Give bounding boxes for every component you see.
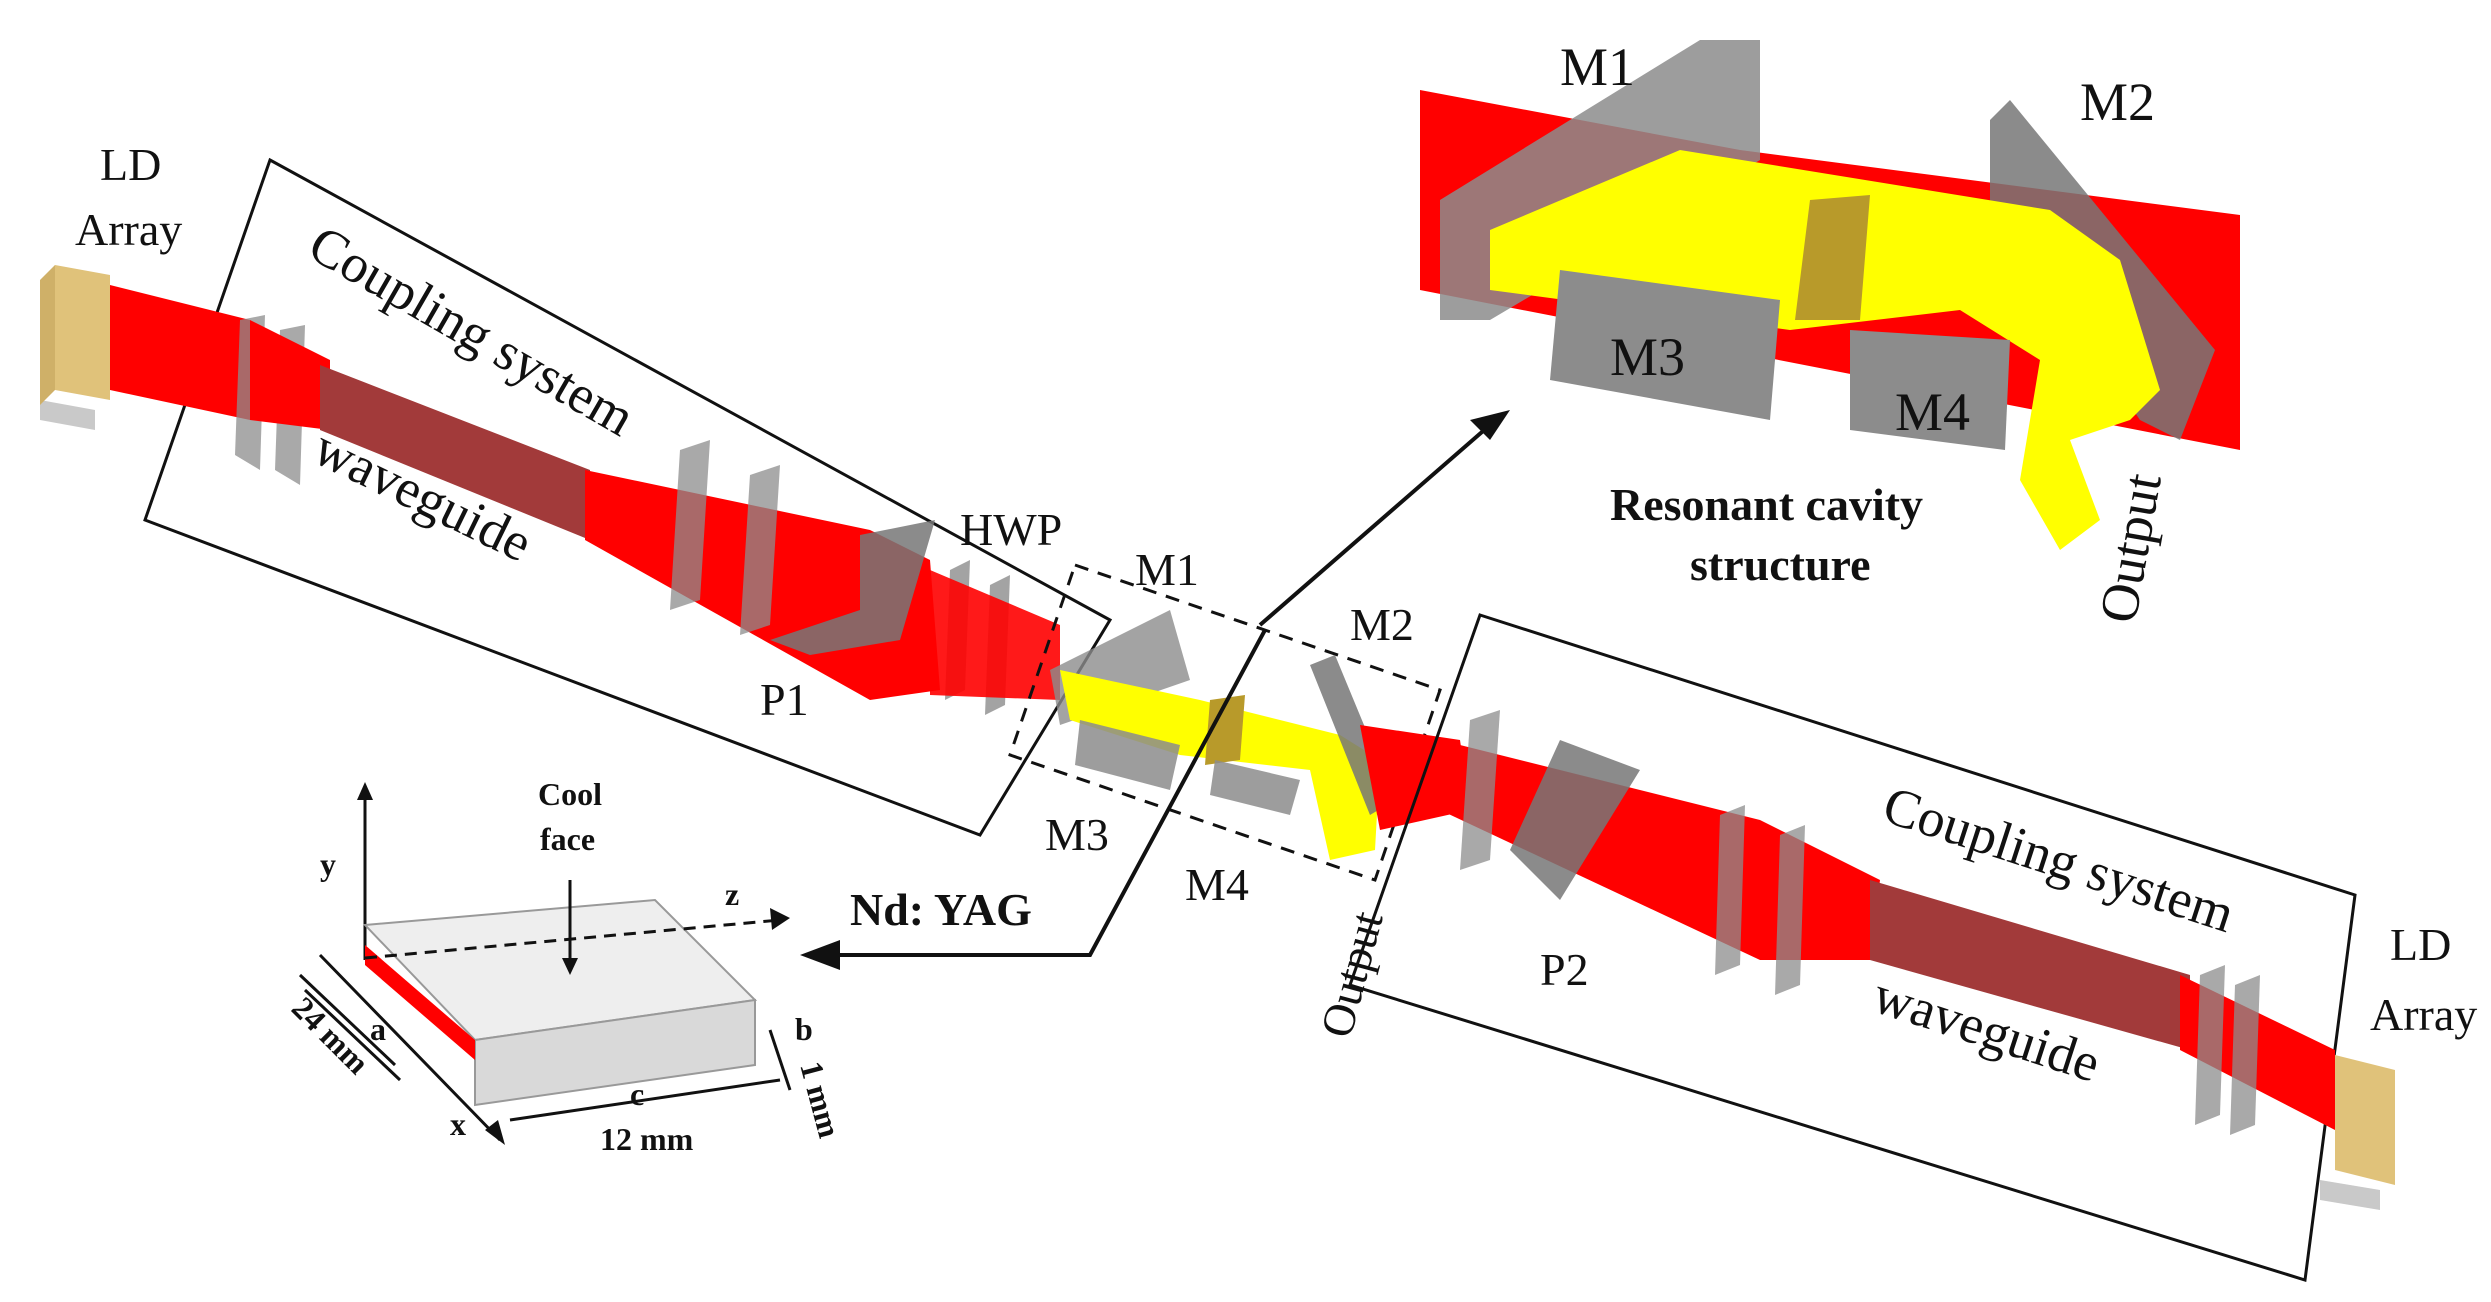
waveguide-right [1870,880,2190,1050]
cool-face-line1: Cool [538,776,602,812]
cool-face-line2: face [540,821,595,857]
pointer-arrows [800,410,1510,970]
ld-array-right-line2: Array [2370,989,2477,1040]
dim-b-label: b [795,1011,813,1047]
m1-label: M1 [1135,544,1199,595]
pump-beam-left-1 [110,285,250,420]
output-label-main: Output [1310,906,1392,1043]
crystal-pointer-arrow [820,629,1267,957]
ld-array-left-line1: LD [100,139,161,190]
ld-array-right [2320,1055,2395,1210]
lens-left-4 [740,465,780,635]
inset-nd-yag-crystal [1795,195,1870,320]
coupling-box-right [1348,613,2357,1282]
inset-m4-label: M4 [1895,382,1970,442]
lens-right-1 [1460,710,1500,870]
len-b-label: 1 mm [793,1057,848,1141]
pump-beam-left-4 [930,570,1060,700]
axis-y-arrowhead [357,782,373,800]
axis-z-arrowhead [770,908,790,930]
p2-label: P2 [1540,944,1589,995]
slab-red-face [365,945,475,1060]
inset-mirror-m3 [1550,270,1780,420]
inset-m1-label: M1 [1560,37,1635,97]
resonant-cavity-line2: structure [1690,539,1871,590]
left-coupling-system [40,157,1113,837]
nd-yag-crystal [1205,695,1245,765]
axis-x-label: x [450,1106,466,1142]
dim-c-label: c [630,1076,644,1112]
right-coupling-system [1348,613,2395,1282]
inset-output-label: Output [2088,469,2173,627]
inset-m3-label: M3 [1610,327,1685,387]
mirror-m3 [1075,720,1180,790]
axis-x-arrowhead [485,1120,505,1145]
m3-label: M3 [1045,809,1109,860]
pump-beam-right-1 [1440,740,1880,960]
ld-array-left-line2: Array [75,204,182,255]
m4-label: M4 [1185,859,1249,910]
inset-resonant-cavity [1420,40,2240,550]
mirror-m4 [1210,760,1300,815]
lens-right-3 [1775,825,1805,995]
axis-y-label: y [320,846,336,882]
polarizer-p2 [1510,740,1640,900]
lens-right-2 [1715,805,1745,975]
p1-label: P1 [760,674,809,725]
lens-left-3 [670,440,710,610]
lens-right-4 [2195,965,2225,1125]
len-c-label: 12 mm [600,1121,694,1157]
ld-array-left [40,265,110,430]
inset-m2-label: M2 [2080,72,2155,132]
cavity-dashed-box [1008,563,1442,882]
crystal-sketch [298,782,792,1145]
hwp-label: HWP [960,504,1062,555]
waveguide-left [320,365,590,540]
nd-yag-label: Nd: YAG [850,884,1032,935]
inset-laser-beam [1490,150,2160,550]
resonant-cavity-line1: Resonant cavity [1610,479,1923,530]
inset-pointer-arrow [1258,423,1492,627]
slab-side [474,998,756,1107]
polarizer-p1 [770,520,935,655]
pump-beam-left-2 [250,320,330,430]
laser-beam-center [1060,670,1380,860]
inset-mirror-m4 [1850,330,2010,450]
lens-right-5 [2230,975,2260,1135]
dim-a-label: a [370,1011,386,1047]
axis-z-label: z [725,876,739,912]
ld-array-right-line1: LD [2390,919,2451,970]
m2-label: M2 [1350,599,1414,650]
